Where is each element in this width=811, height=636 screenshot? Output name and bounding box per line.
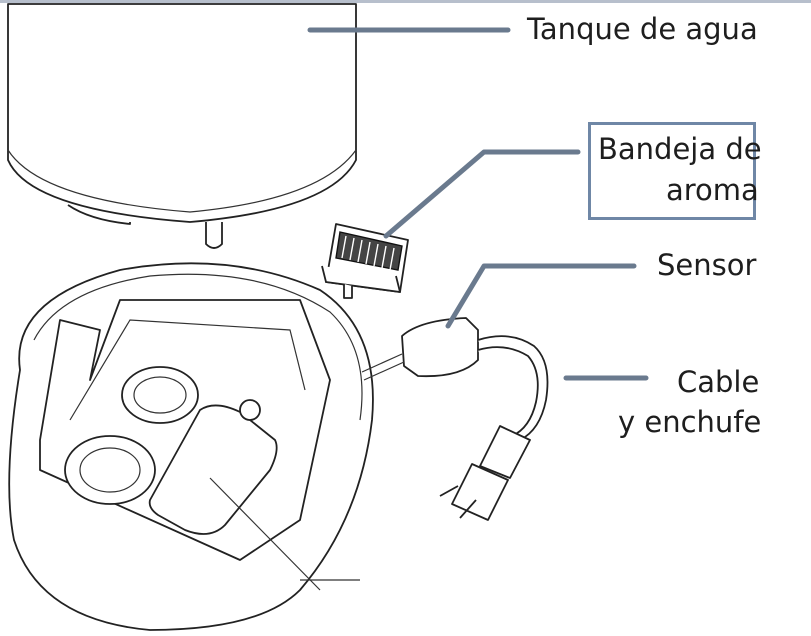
top-border-line	[0, 0, 811, 3]
aroma-tray-drawing	[321, 223, 409, 299]
label-aroma-tray-line1: Bandeja de	[598, 132, 762, 166]
label-cable-line1: Cable	[677, 365, 760, 399]
water-tank-drawing	[7, 3, 357, 249]
base-unit-drawing	[8, 262, 374, 631]
leader-sensor	[445, 263, 637, 329]
label-cable-line2: y enchufe	[618, 405, 762, 439]
aroma-tray-callout-box	[588, 122, 756, 220]
label-aroma-tray-line2: aroma	[666, 173, 759, 207]
leader-aroma-tray	[383, 149, 581, 239]
label-sensor: Sensor	[657, 248, 757, 282]
sensor-cable-drawing	[361, 317, 549, 521]
label-water-tank: Tanque de agua	[527, 12, 758, 46]
